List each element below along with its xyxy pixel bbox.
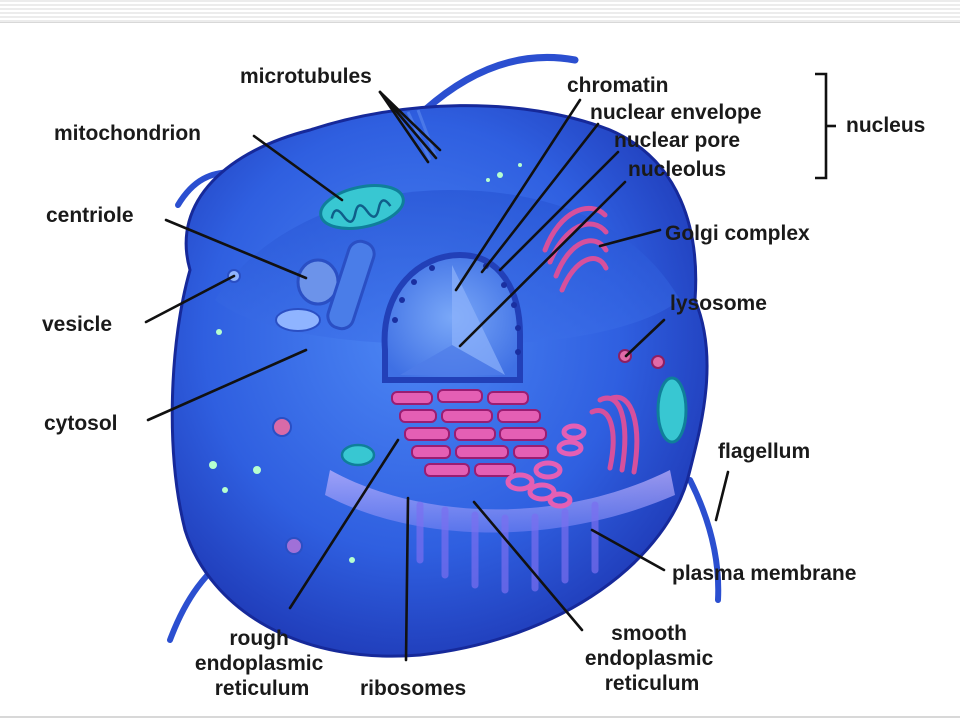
top-stripe-banner — [0, 0, 960, 23]
label-golgi-complex: Golgi complex — [665, 222, 810, 245]
label-nucleus: nucleus — [846, 114, 925, 137]
golgi-complex-lower — [589, 394, 640, 475]
label-vesicle: vesicle — [42, 313, 112, 336]
label-nuclear-envelope: nuclear envelope — [590, 101, 762, 124]
label-rough-er: rough endoplasmic reticulum — [195, 627, 329, 700]
label-nucleolus: nucleolus — [628, 158, 726, 181]
smooth-endoplasmic-reticulum — [505, 423, 587, 509]
mitochondrion-lower — [340, 443, 376, 467]
label-centriole: centriole — [46, 204, 134, 227]
granules — [209, 163, 522, 563]
leader-lines — [144, 90, 730, 662]
labels: microtubules mitochondrion centriole ves… — [42, 65, 925, 700]
label-mitochondrion: mitochondrion — [54, 122, 201, 145]
mitochondrion — [319, 184, 405, 230]
rough-endoplasmic-reticulum — [391, 389, 549, 477]
label-smooth-er: smooth endoplasmic reticulum — [585, 622, 719, 695]
label-ribosomes: ribosomes — [360, 677, 466, 700]
bottom-rule — [0, 716, 960, 718]
label-lysosome: lysosome — [670, 292, 767, 315]
mitochondrion-right — [656, 376, 688, 444]
nucleus — [381, 251, 523, 383]
label-nuclear-pore: nuclear pore — [614, 129, 740, 152]
label-flagellum: flagellum — [718, 440, 810, 463]
nucleus-bracket — [815, 72, 836, 180]
label-chromatin: chromatin — [567, 74, 669, 97]
centriole — [296, 239, 376, 331]
label-cytosol: cytosol — [44, 412, 118, 435]
label-plasma-membrane: plasma membrane — [672, 562, 856, 585]
label-microtubules: microtubules — [240, 65, 372, 88]
